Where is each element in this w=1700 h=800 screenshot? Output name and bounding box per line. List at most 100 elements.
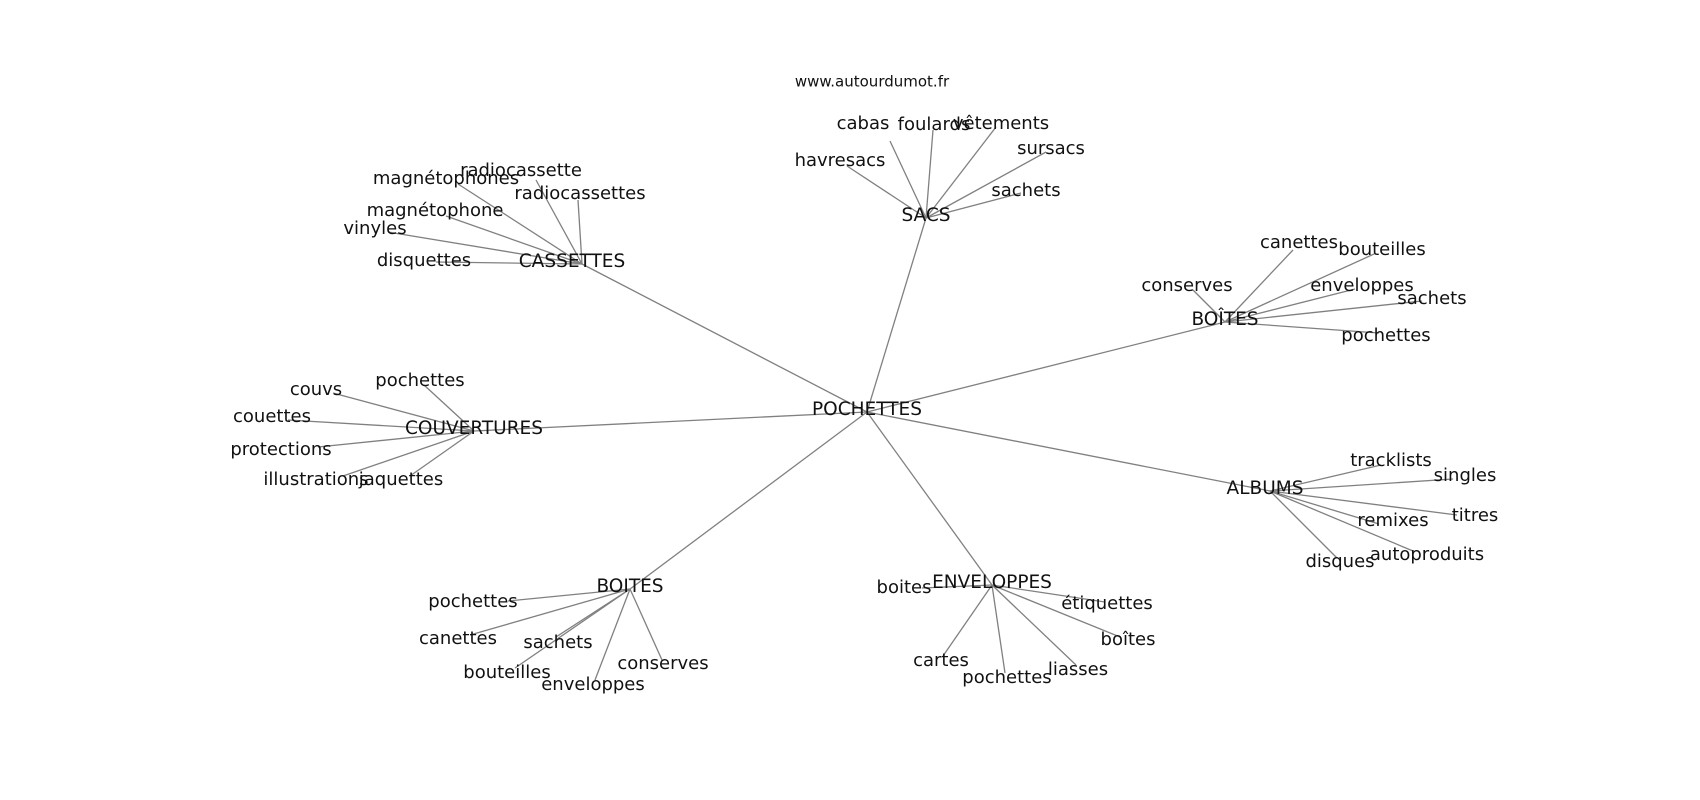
edge-hub-to-leaf — [991, 584, 1106, 603]
edge-hub-to-leaf — [1224, 253, 1375, 323]
leaf-node: liasses — [1048, 659, 1108, 680]
hub-node: BOÎTES — [1191, 308, 1258, 330]
edge-center-to-hub — [866, 321, 1226, 413]
leaf-node: autoproduits — [1370, 544, 1484, 565]
edge-hub-to-leaf — [921, 584, 993, 589]
leaf-node: vinyles — [343, 218, 406, 239]
leaf-node: bouteilles — [1338, 239, 1425, 260]
leaf-node: cartes — [913, 650, 969, 671]
edge-hub-to-leaf — [925, 126, 997, 219]
edge-hub-to-leaf — [1269, 478, 1454, 492]
edge-hub-to-leaf — [387, 231, 583, 265]
leaf-node: jaquettes — [358, 469, 444, 490]
leaf-node: foulards — [898, 114, 971, 135]
leaf-node: conserves — [617, 653, 708, 674]
hub-node: CASSETTES — [519, 251, 625, 272]
leaf-node: couettes — [233, 406, 311, 427]
edge-hub-to-leaf — [629, 588, 663, 661]
leaf-node: étiquettes — [1061, 593, 1153, 614]
edge-hub-to-leaf — [1269, 490, 1380, 525]
edge-hub-to-leaf — [1224, 249, 1294, 323]
leaf-node: havresacs — [795, 150, 886, 171]
edge-hub-to-leaf — [1224, 321, 1380, 334]
edge-hub-to-leaf — [469, 588, 631, 636]
leaf-node: disques — [1305, 551, 1374, 572]
leaf-node: pochettes — [1341, 325, 1430, 346]
hub-node: BOITES — [596, 576, 663, 597]
edge-hub-to-leaf — [1224, 288, 1356, 323]
leaf-node: boîtes — [1101, 629, 1156, 650]
leaf-node: vêtements — [953, 113, 1049, 134]
leaf-node: canettes — [1260, 232, 1338, 253]
edge-hub-to-leaf — [942, 584, 993, 657]
edge-hub-to-leaf — [409, 430, 475, 477]
leaf-node: remixes — [1357, 510, 1428, 531]
edge-center-to-hub — [866, 411, 993, 586]
leaf-node: tracklists — [1350, 450, 1432, 471]
graph-edges — [287, 126, 1458, 681]
leaf-node: canettes — [419, 628, 497, 649]
leaf-node: sachets — [1397, 288, 1466, 309]
edge-hub-to-leaf — [445, 215, 583, 265]
edge-hub-to-leaf — [535, 179, 583, 265]
edge-hub-to-leaf — [457, 183, 583, 265]
edge-hub-to-leaf — [925, 129, 934, 219]
source-watermark: www.autourdumot.fr — [795, 73, 950, 91]
edge-center-to-hub — [866, 411, 1271, 492]
edge-hub-to-leaf — [846, 165, 927, 219]
edge-hub-to-leaf — [925, 151, 1047, 219]
leaf-node: radiocassettes — [514, 183, 645, 204]
edge-hub-to-leaf — [507, 588, 631, 602]
edge-hub-to-leaf — [991, 584, 1006, 674]
leaf-node: cabas — [837, 113, 890, 134]
edge-hub-to-leaf — [991, 584, 1077, 666]
hub-node: ENVELOPPES — [932, 572, 1052, 593]
leaf-node: illustrations — [263, 469, 368, 490]
edge-hub-to-leaf — [991, 584, 1121, 638]
edge-center-to-hub — [629, 411, 868, 590]
leaf-node: pochettes — [375, 370, 464, 391]
leaf-node: pochettes — [962, 667, 1051, 688]
leaf-node: pochettes — [428, 591, 517, 612]
edge-hub-to-leaf — [332, 392, 475, 432]
edge-center-to-hub — [581, 263, 868, 413]
edge-hub-to-leaf — [423, 384, 475, 432]
leaf-node: conserves — [1141, 275, 1232, 296]
leaf-node: sachets — [991, 180, 1060, 201]
leaf-node: titres — [1452, 505, 1499, 526]
edge-hub-to-leaf — [1269, 490, 1414, 552]
leaf-node: sachets — [523, 632, 592, 653]
edge-hub-to-leaf — [1269, 490, 1338, 559]
graph-labels: www.autourdumot.fr POCHETTES SACS cabas fou… — [230, 73, 1498, 696]
leaf-node: disquettes — [377, 250, 471, 271]
edge-hub-to-leaf — [1269, 464, 1382, 492]
leaf-node: singles — [1434, 465, 1497, 486]
leaf-node: couvs — [290, 379, 342, 400]
leaf-node: magnétophones — [373, 168, 519, 189]
hub-node: SACS — [901, 205, 950, 226]
edge-hub-to-leaf — [342, 430, 475, 477]
edge-hub-to-leaf — [287, 419, 475, 432]
leaf-node: bouteilles — [463, 662, 550, 683]
leaf-node: enveloppes — [1310, 275, 1414, 296]
edge-hub-to-leaf — [435, 261, 583, 265]
edge-hub-to-leaf — [1224, 300, 1423, 323]
leaf-node: protections — [230, 439, 331, 460]
hub-node: ALBUMS — [1227, 478, 1304, 499]
edge-center-to-hub — [866, 217, 927, 413]
leaf-node: radiocassette — [460, 160, 582, 181]
edge-center-to-hub — [473, 411, 868, 432]
edge-hub-to-leaf — [594, 588, 631, 681]
edge-hub-to-leaf — [514, 588, 631, 669]
leaf-node: magnétophone — [367, 200, 504, 221]
hub-node: COUVERTURES — [405, 418, 543, 439]
center-node: POCHETTES — [812, 399, 922, 420]
leaf-node: boites — [877, 577, 932, 598]
leaf-node: sursacs — [1017, 138, 1085, 159]
edge-hub-to-leaf — [1269, 490, 1458, 516]
leaf-node: enveloppes — [541, 674, 645, 695]
edge-hub-to-leaf — [925, 192, 1022, 219]
edge-hub-to-leaf — [577, 199, 583, 265]
edge-hub-to-leaf — [889, 140, 927, 219]
